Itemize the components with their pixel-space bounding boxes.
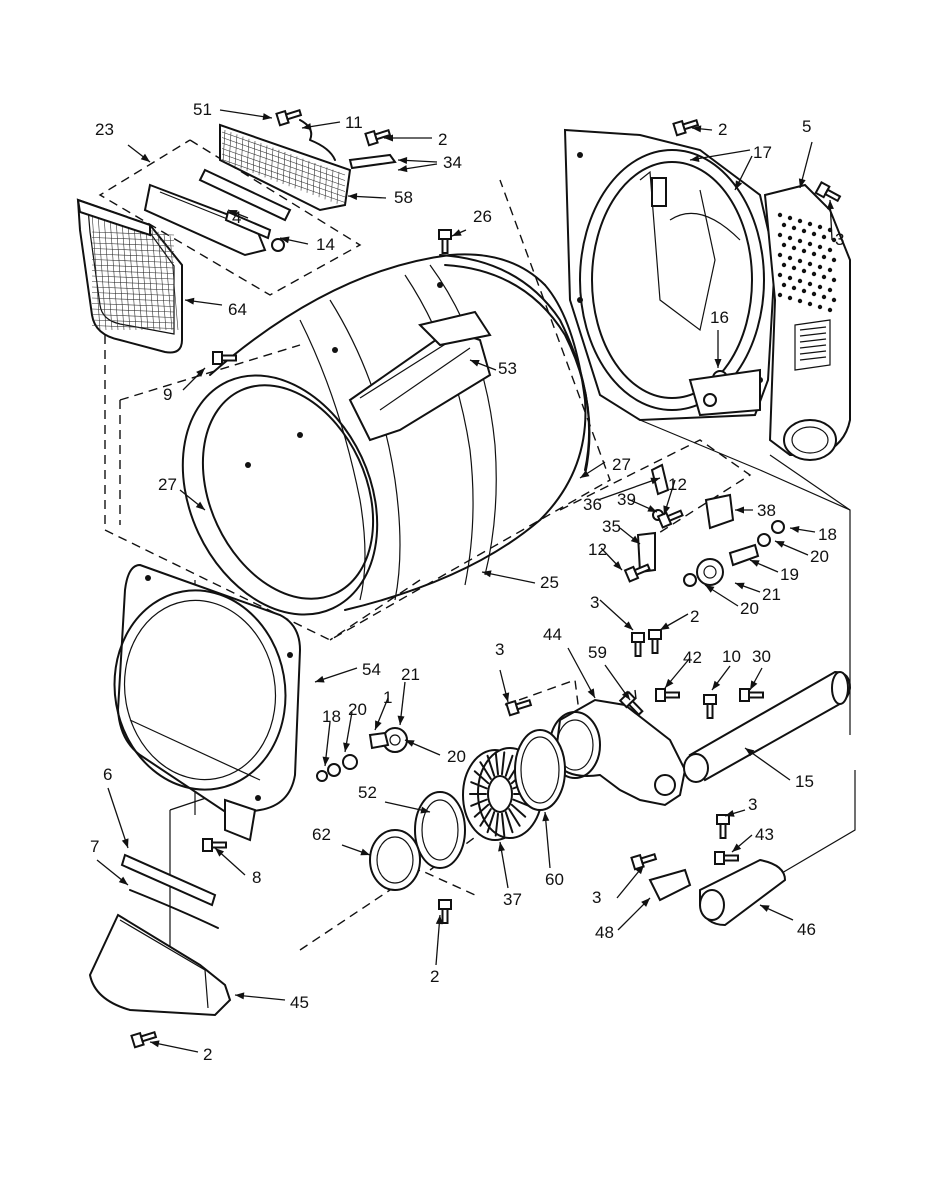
callout-20-b: 20 bbox=[740, 599, 759, 618]
callout-16: 16 bbox=[710, 308, 729, 327]
callout-30: 30 bbox=[752, 647, 771, 666]
callout-8: 8 bbox=[252, 868, 261, 887]
callout-17: 17 bbox=[753, 143, 772, 162]
callout-52: 52 bbox=[358, 783, 377, 802]
lint-screen bbox=[76, 198, 183, 354]
callout-6: 6 bbox=[103, 765, 112, 784]
callout-43: 43 bbox=[755, 825, 774, 844]
callout-34: 34 bbox=[443, 153, 462, 172]
callout-53: 53 bbox=[498, 359, 517, 378]
callout-62: 62 bbox=[312, 825, 331, 844]
callout-2-c: 2 bbox=[690, 607, 699, 626]
lint-housing-top bbox=[143, 119, 397, 257]
callout-12-a: 12 bbox=[668, 475, 687, 494]
callout-20-d: 20 bbox=[447, 747, 466, 766]
callout-18-b: 18 bbox=[322, 707, 341, 726]
callout-27-b: 27 bbox=[612, 455, 631, 474]
rear-bulkhead bbox=[563, 128, 777, 422]
callout-2-b: 2 bbox=[718, 120, 727, 139]
front-bulkhead bbox=[113, 563, 302, 842]
heater-duct bbox=[763, 183, 851, 461]
callout-2-e: 2 bbox=[203, 1045, 212, 1064]
callout-numbers: 51 11 2 34 58 23 4 14 64 26 2 17 5 3 16 … bbox=[90, 100, 844, 1064]
fasteners bbox=[130, 109, 842, 1049]
callout-1: 1 bbox=[383, 688, 392, 707]
exhaust-duct bbox=[683, 670, 852, 783]
callout-58: 58 bbox=[394, 188, 413, 207]
callout-3-c: 3 bbox=[495, 640, 504, 659]
callout-3-b: 3 bbox=[590, 593, 599, 612]
callout-36: 36 bbox=[583, 495, 602, 514]
callout-26: 26 bbox=[473, 207, 492, 226]
callout-39: 39 bbox=[617, 490, 636, 509]
callout-3-a: 3 bbox=[835, 230, 844, 249]
callout-10: 10 bbox=[722, 647, 741, 666]
toe-panel-parts bbox=[88, 853, 787, 1017]
callout-48: 48 bbox=[595, 923, 614, 942]
callout-51: 51 bbox=[193, 100, 212, 119]
callout-21-a: 21 bbox=[762, 585, 781, 604]
callout-15: 15 bbox=[795, 772, 814, 791]
callout-60: 60 bbox=[545, 870, 564, 889]
callout-11: 11 bbox=[345, 113, 363, 132]
callout-3-d: 3 bbox=[748, 795, 757, 814]
callout-38: 38 bbox=[757, 501, 776, 520]
callout-44: 44 bbox=[543, 625, 562, 644]
callout-64: 64 bbox=[228, 300, 247, 319]
callout-37: 37 bbox=[503, 890, 522, 909]
callout-23: 23 bbox=[95, 120, 114, 139]
callout-leaders bbox=[96, 109, 834, 1053]
callout-42: 42 bbox=[683, 648, 702, 667]
callout-25: 25 bbox=[540, 573, 559, 592]
callout-46: 46 bbox=[797, 920, 816, 939]
blower-housing bbox=[549, 698, 687, 807]
callout-45: 45 bbox=[290, 993, 309, 1012]
callout-20-c: 20 bbox=[348, 700, 367, 719]
callout-5: 5 bbox=[802, 117, 811, 136]
callout-21-b: 21 bbox=[401, 665, 420, 684]
callout-4: 4 bbox=[232, 208, 241, 227]
callout-19: 19 bbox=[780, 565, 799, 584]
callout-9: 9 bbox=[163, 385, 172, 404]
callout-3-e: 3 bbox=[592, 888, 601, 907]
callout-59: 59 bbox=[588, 643, 607, 662]
callout-35: 35 bbox=[602, 517, 621, 536]
callout-2-d: 2 bbox=[430, 967, 439, 986]
callout-54: 54 bbox=[362, 660, 381, 679]
callout-27-a: 27 bbox=[158, 475, 177, 494]
callout-20-a: 20 bbox=[810, 547, 829, 566]
callout-12-b: 12 bbox=[588, 540, 607, 559]
callout-18-a: 18 bbox=[818, 525, 837, 544]
callout-7: 7 bbox=[90, 837, 99, 856]
roller-hardware bbox=[316, 463, 785, 782]
drum bbox=[181, 253, 591, 616]
callout-2-a: 2 bbox=[438, 130, 447, 149]
callout-14: 14 bbox=[316, 235, 335, 254]
